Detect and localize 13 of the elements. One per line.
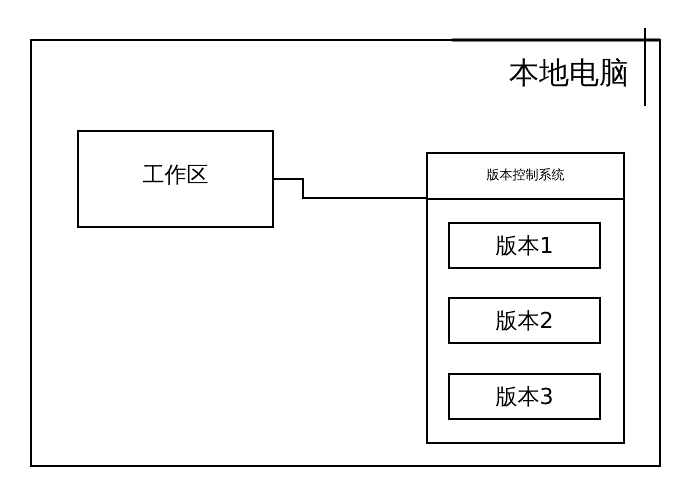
- workspace-box: [77, 130, 274, 228]
- box-label: 版本2: [494, 308, 554, 336]
- box-label: 工作区: [142, 162, 210, 190]
- version-box: [448, 297, 601, 344]
- computer-frame: [30, 39, 661, 467]
- version-box: [448, 373, 601, 420]
- box-label: 版本1: [494, 233, 554, 261]
- box-label: 版本3: [494, 384, 554, 412]
- version-control-panel: [426, 152, 625, 444]
- panel-header: 版本控制系统: [428, 154, 623, 200]
- box-label: 本地电脑: [509, 55, 629, 93]
- connector-line: [274, 178, 426, 199]
- version-box: [448, 222, 601, 269]
